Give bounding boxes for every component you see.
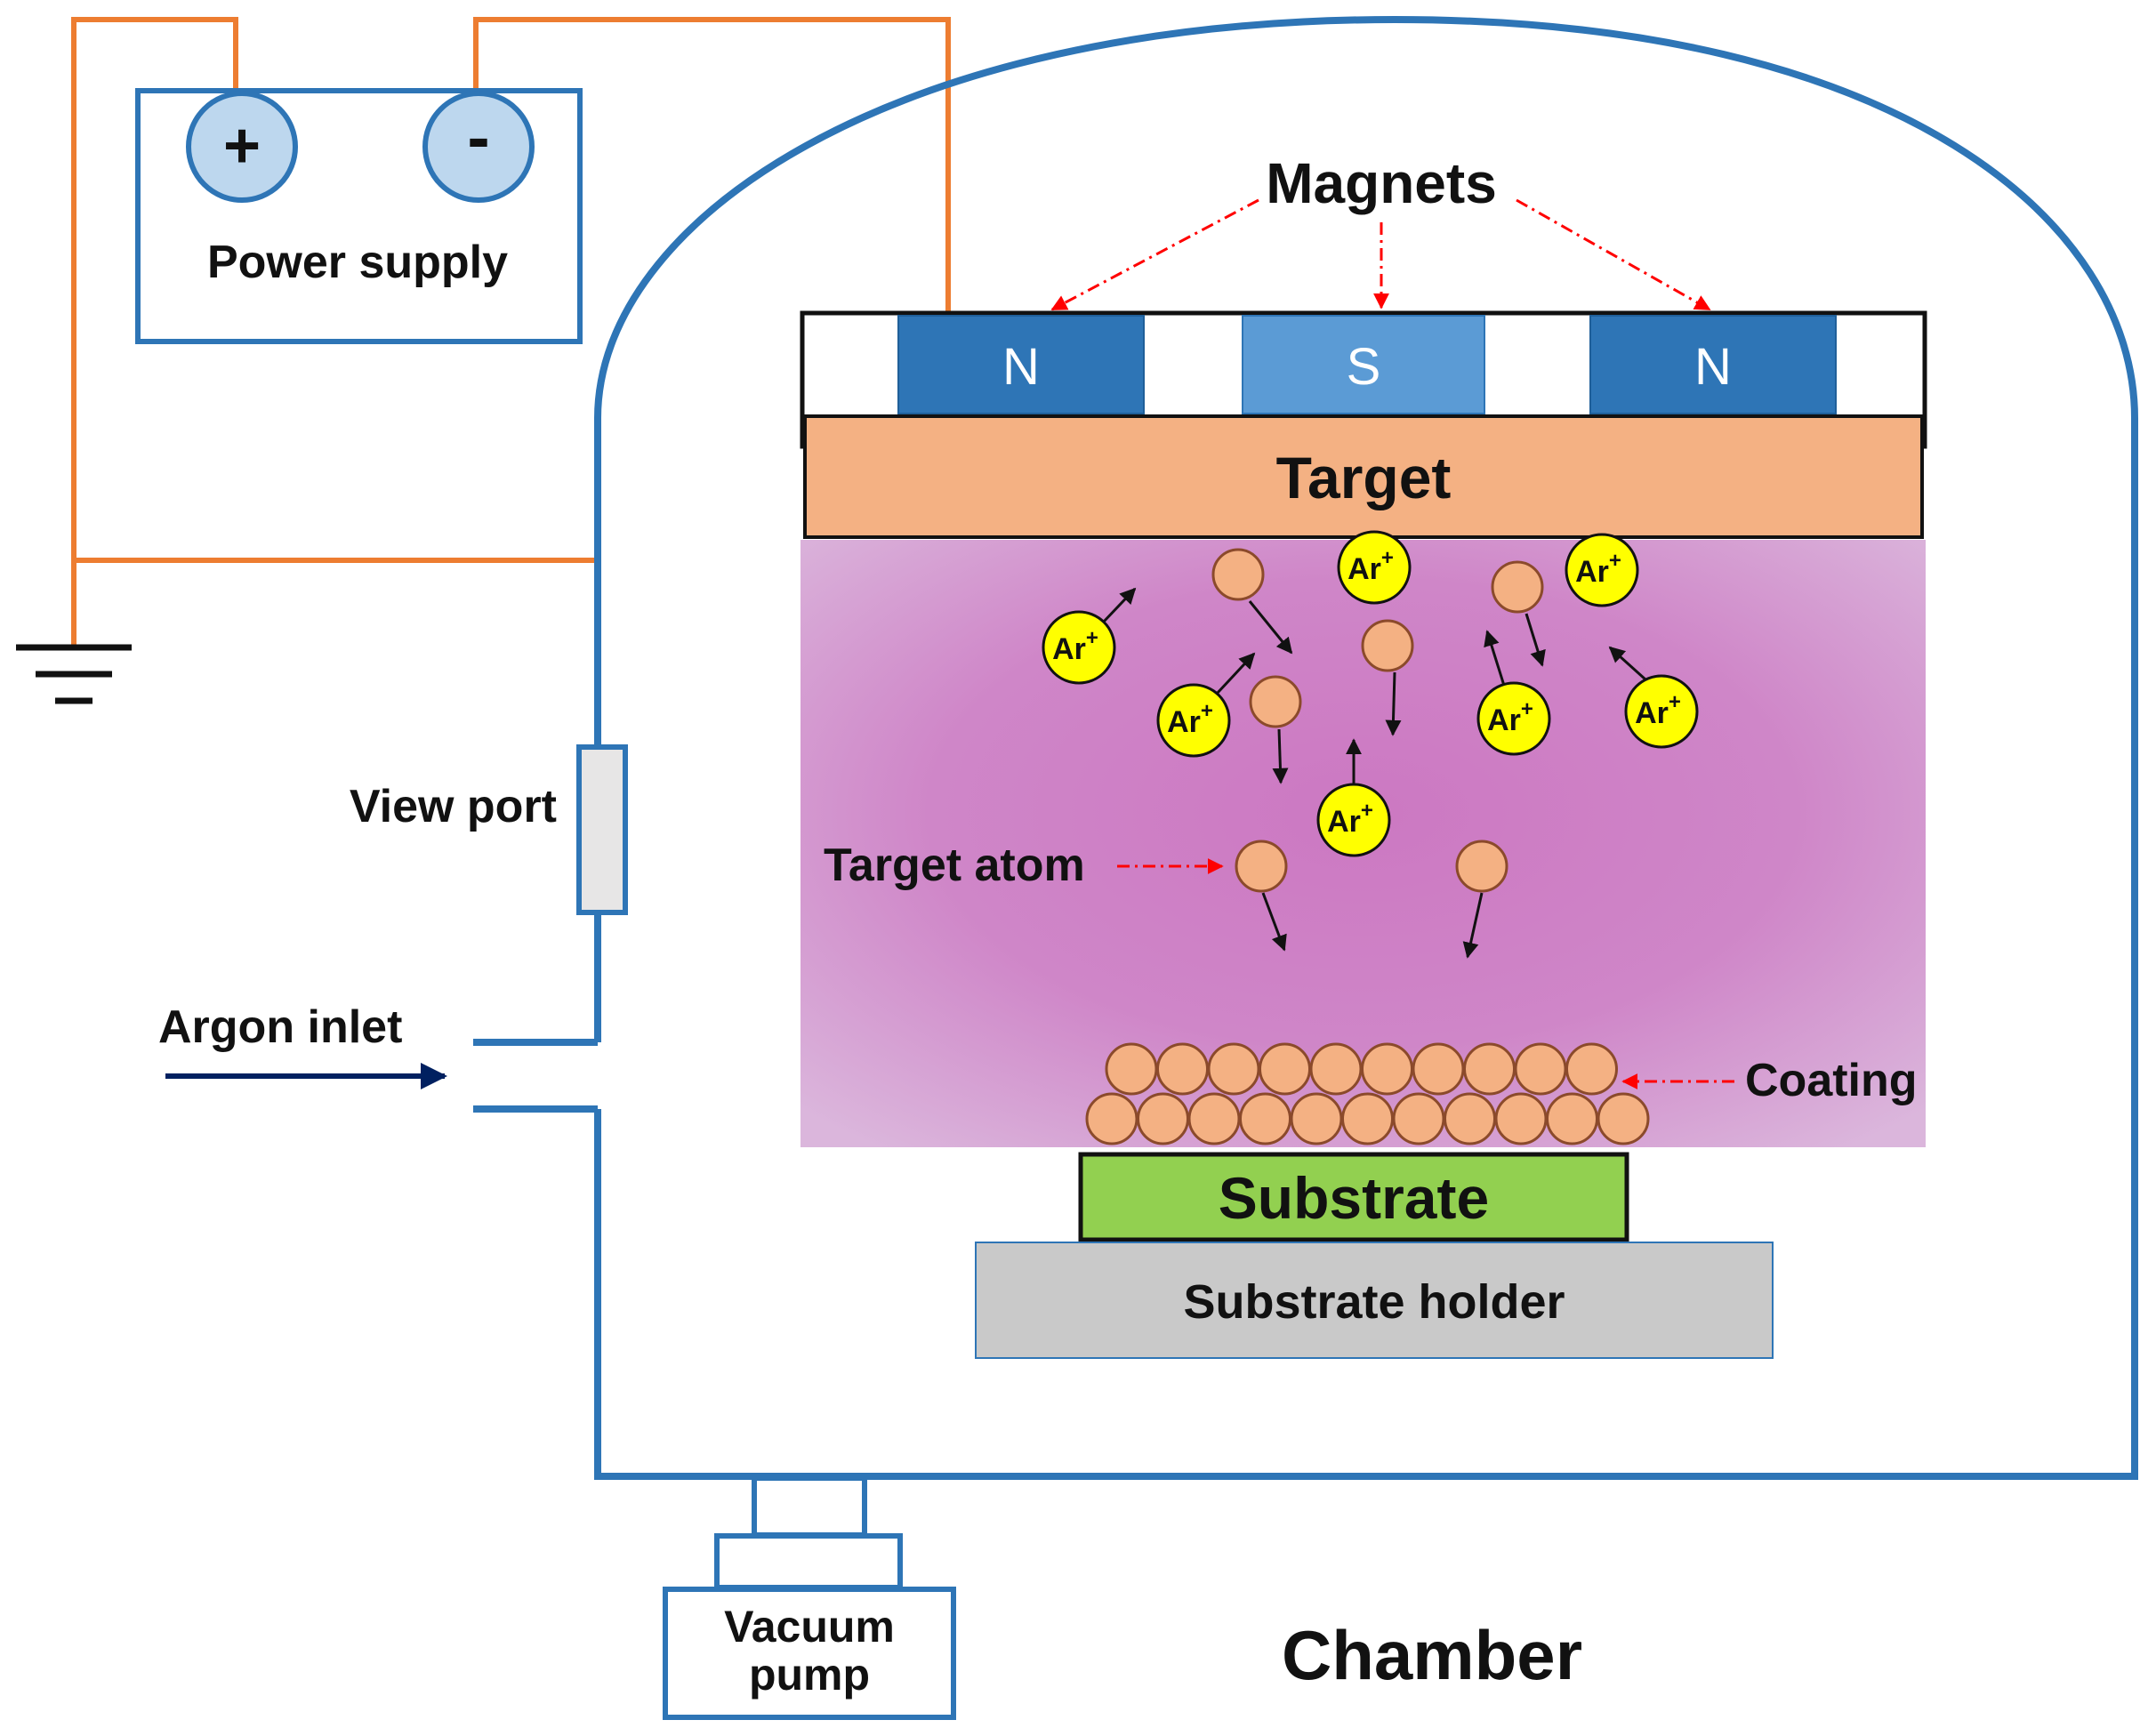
coating-atom bbox=[1444, 1092, 1496, 1145]
coating-atom bbox=[1463, 1042, 1516, 1096]
coating-atom bbox=[1156, 1042, 1209, 1096]
coating-atom bbox=[1187, 1092, 1241, 1145]
coating-atom bbox=[1085, 1092, 1138, 1145]
coating-layer bbox=[1085, 1042, 1650, 1145]
magnet-n-right: N bbox=[1589, 315, 1837, 414]
motion-arrow bbox=[1462, 892, 1484, 959]
plus-terminal: + bbox=[186, 91, 298, 203]
magnets-label: Magnets bbox=[1266, 151, 1497, 215]
ground-icon bbox=[16, 644, 132, 704]
chamber-label: Chamber bbox=[1282, 1616, 1582, 1694]
svg-text:Ar+: Ar+ bbox=[1575, 549, 1621, 589]
motion-arrow bbox=[1484, 630, 1507, 689]
wire-plus-to-ground bbox=[71, 17, 238, 647]
coating-atom bbox=[1105, 1042, 1158, 1096]
view-port-label: View port bbox=[350, 781, 557, 832]
substrate: Substrate bbox=[1078, 1152, 1629, 1242]
coating-atom bbox=[1412, 1042, 1465, 1096]
argon-ion: Ar+ bbox=[1156, 683, 1231, 758]
motion-arrow bbox=[1215, 652, 1256, 695]
magnet-assembly: N S N bbox=[800, 310, 1927, 449]
target-label: Target bbox=[1276, 445, 1452, 510]
svg-text:S: S bbox=[1347, 338, 1381, 396]
motion-arrow bbox=[1385, 671, 1402, 736]
motion-arrow bbox=[1272, 728, 1289, 784]
magnets-pointers bbox=[1050, 198, 1711, 311]
minus-terminal: - bbox=[422, 91, 535, 203]
coating-label: Coating bbox=[1745, 1055, 1918, 1106]
coating-atom bbox=[1597, 1092, 1650, 1145]
argon-ion: Ar+ bbox=[1624, 674, 1699, 749]
coating-atom bbox=[1341, 1092, 1394, 1145]
chamber-wall bbox=[473, 15, 2138, 1480]
coating-atom bbox=[1259, 1042, 1311, 1096]
argon-inlet: Argon inlet bbox=[158, 1001, 447, 1089]
coating-atom bbox=[1361, 1042, 1413, 1096]
substrate-label: Substrate bbox=[1219, 1165, 1489, 1231]
coating-atom bbox=[1207, 1042, 1260, 1096]
motion-arrows bbox=[1101, 587, 1647, 959]
motion-arrow bbox=[1525, 613, 1546, 667]
svg-text:Ar+: Ar+ bbox=[1487, 697, 1533, 737]
coating-atom bbox=[1239, 1092, 1291, 1145]
target-atom bbox=[1211, 548, 1265, 601]
target-atom bbox=[1249, 675, 1302, 728]
motion-arrow bbox=[1248, 600, 1293, 655]
magnet-n-left: N bbox=[897, 315, 1145, 414]
argon-ion: Ar+ bbox=[1565, 533, 1639, 607]
coating-atom bbox=[1392, 1092, 1445, 1145]
coating-atom bbox=[1546, 1092, 1598, 1145]
motion-arrow bbox=[1608, 646, 1647, 681]
coating-atom bbox=[1565, 1042, 1618, 1096]
target-atom bbox=[1455, 840, 1508, 893]
coating-atom bbox=[1290, 1092, 1343, 1145]
argon-ion: Ar+ bbox=[1476, 681, 1551, 756]
target-atom bbox=[1361, 619, 1414, 672]
coating-atom bbox=[1137, 1092, 1189, 1145]
power-supply-label: Power supply bbox=[207, 237, 508, 288]
argon-ion: Ar+ bbox=[1337, 530, 1412, 605]
svg-text:Ar+: Ar+ bbox=[1635, 690, 1681, 730]
substrate-holder: Substrate holder bbox=[975, 1242, 1774, 1359]
coating-atom bbox=[1309, 1042, 1363, 1096]
target-atom bbox=[1235, 840, 1288, 893]
target-atoms bbox=[1211, 548, 1544, 893]
coating-atom bbox=[1514, 1042, 1567, 1096]
target-atom-label: Target atom bbox=[824, 840, 1085, 891]
motion-arrow bbox=[1101, 587, 1137, 624]
vacuum-pump-label-line2: pump bbox=[749, 1650, 870, 1700]
power-supply: + - Power supply bbox=[135, 88, 583, 344]
argon-ion: Ar+ bbox=[1316, 783, 1391, 857]
magnet-s-center: S bbox=[1242, 315, 1485, 414]
wiring bbox=[71, 17, 951, 647]
svg-text:+: + bbox=[223, 110, 261, 181]
argon-ion: Ar+ bbox=[1042, 610, 1116, 685]
svg-text:Ar+: Ar+ bbox=[1348, 546, 1394, 586]
svg-text:-: - bbox=[467, 100, 489, 175]
motion-arrow bbox=[1261, 892, 1287, 952]
svg-text:Ar+: Ar+ bbox=[1052, 626, 1098, 666]
target: Target bbox=[803, 414, 1924, 539]
target-atom bbox=[1491, 560, 1544, 614]
substrate-holder-label: Substrate holder bbox=[1183, 1275, 1565, 1329]
svg-text:N: N bbox=[1694, 338, 1732, 396]
svg-text:Ar+: Ar+ bbox=[1327, 799, 1373, 839]
vacuum-pump-label-line1: Vacuum bbox=[724, 1602, 895, 1652]
wire-minus-to-magnet bbox=[473, 17, 951, 313]
svg-text:Ar+: Ar+ bbox=[1167, 699, 1213, 739]
coating-atom bbox=[1494, 1092, 1548, 1145]
argon-ions: Ar+ Ar+ Ar+ Ar+ Ar+ Ar+ Ar+ bbox=[1042, 530, 1699, 857]
svg-text:N: N bbox=[1002, 338, 1040, 396]
view-port: View port bbox=[350, 744, 628, 915]
vacuum-pump bbox=[663, 1475, 956, 1720]
argon-inlet-label: Argon inlet bbox=[158, 1001, 402, 1053]
